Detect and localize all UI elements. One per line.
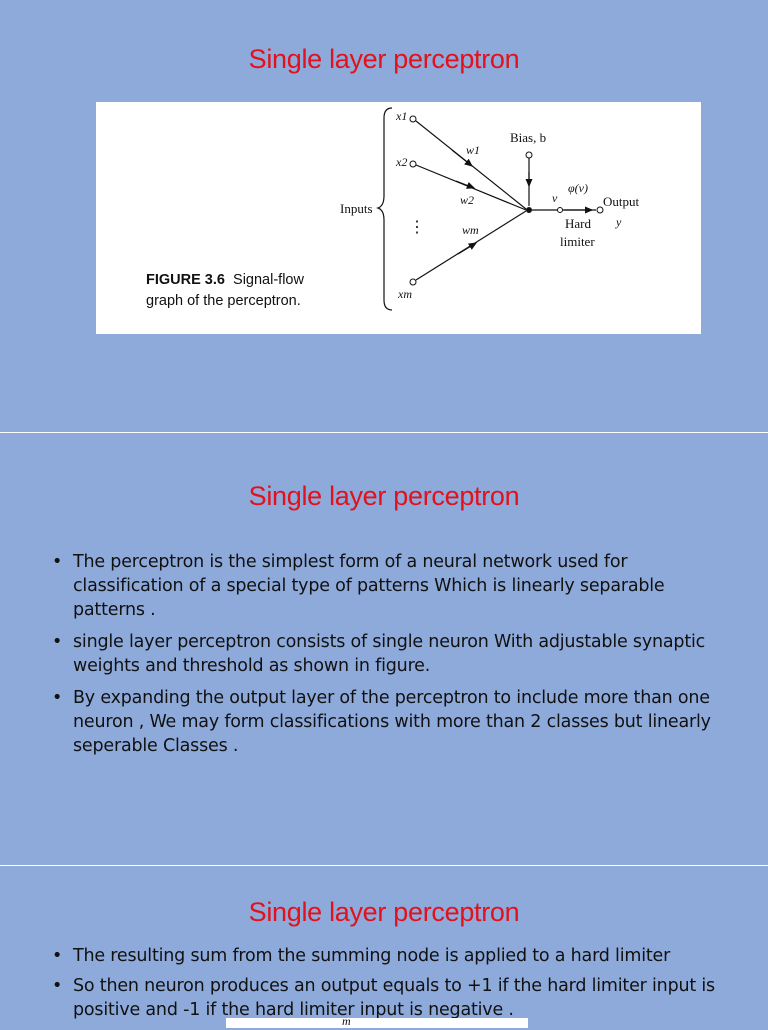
perceptron-figure: FIGURE 3.6 Signal-flow graph of the perc… <box>96 102 701 334</box>
wm-label: wm <box>462 223 479 237</box>
partial-figure <box>226 1018 528 1028</box>
bias-label: Bias, b <box>510 130 546 145</box>
hard-label: Hard <box>565 216 591 231</box>
output-label: Output <box>603 194 640 209</box>
x2-label: x2 <box>395 155 407 169</box>
bullet-list: The perceptron is the simplest form of a… <box>52 550 732 766</box>
bullet-list: The resulting sum from the summing node … <box>52 944 732 1030</box>
arrow-w1 <box>451 149 473 167</box>
slide-3: Single layer perceptron The resulting su… <box>0 866 768 1028</box>
y-label: y <box>615 215 622 229</box>
arrow-w2 <box>455 180 476 189</box>
bullet-item: single layer perceptron consists of sing… <box>52 630 732 678</box>
bullet-item: So then neuron produces an output equals… <box>52 974 732 1022</box>
figure-caption: FIGURE 3.6 Signal-flow graph of the perc… <box>146 270 304 312</box>
inputs-brace <box>376 107 393 311</box>
slide-title: Single layer perceptron <box>248 897 520 927</box>
summing-node <box>526 207 532 213</box>
bullet-item: The perceptron is the simplest form of a… <box>52 550 732 622</box>
bias-node <box>525 151 533 159</box>
bullet-item: The resulting sum from the summing node … <box>52 944 732 968</box>
w1-label: w1 <box>466 143 480 157</box>
arrow-wm <box>457 242 478 255</box>
xm-label: xm <box>397 287 412 301</box>
input-node-xm <box>409 278 417 286</box>
v-label: v <box>552 191 558 205</box>
slide-separator <box>0 865 768 866</box>
bullet-item: By expanding the output layer of the per… <box>52 686 732 758</box>
slide-1: Single layer perceptron FIGURE 3.6 Signa… <box>0 0 768 432</box>
limiter-label: limiter <box>560 234 595 249</box>
slide-title: Single layer perceptron <box>248 481 520 511</box>
input-node-x2 <box>409 160 417 168</box>
figure-caption-text-1: Signal-flow <box>233 272 304 288</box>
slide-title: Single layer perceptron <box>248 44 520 74</box>
w2-label: w2 <box>460 193 474 207</box>
output-node <box>596 206 604 214</box>
phi-label: φ(v) <box>568 181 588 195</box>
slide-separator <box>0 432 768 433</box>
signal-flow-graph: Inputs x1 x2 xm ⋮ w1 w2 wm Bias, b v φ(v… <box>340 107 640 311</box>
x1-label: x1 <box>395 109 407 123</box>
figure-caption-label: FIGURE 3.6 <box>146 272 225 288</box>
partial-figure-label: m <box>342 1014 351 1028</box>
figure-caption-text-2: graph of the perceptron. <box>146 293 301 309</box>
inputs-dots: ⋮ <box>409 219 425 236</box>
v-node <box>557 207 563 213</box>
inputs-label: Inputs <box>340 201 373 216</box>
input-node-x1 <box>409 115 417 123</box>
slide-2: Single layer perceptron The perceptron i… <box>0 433 768 865</box>
